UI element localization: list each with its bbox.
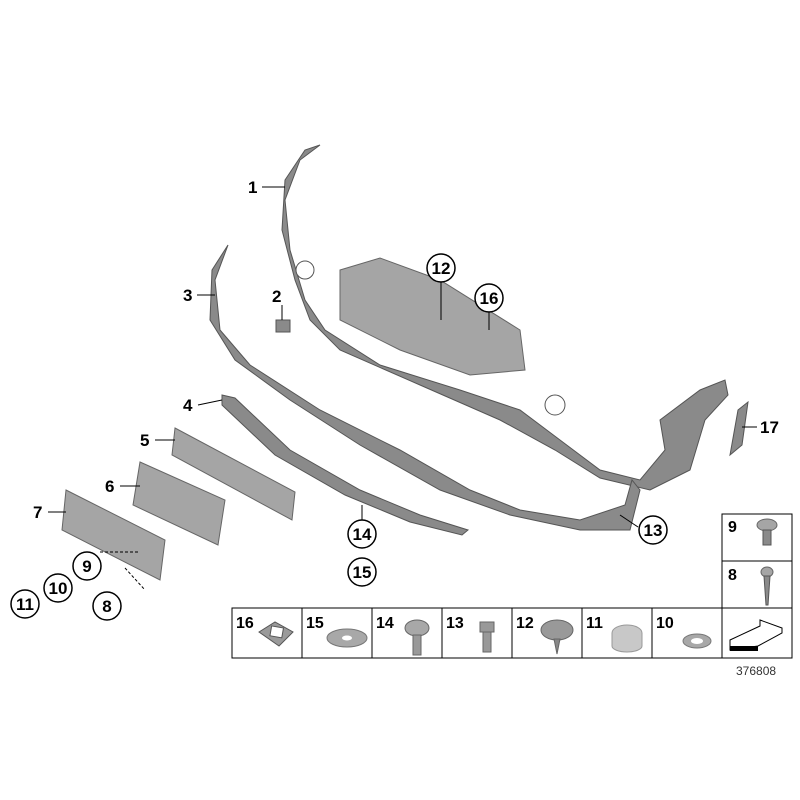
callout-6: 6 [105, 477, 114, 496]
direction-arrow-icon [729, 619, 783, 651]
svg-text:8: 8 [102, 597, 111, 616]
table-cell-14[interactable]: 14 [371, 608, 430, 658]
table-cell-label: 11 [586, 615, 603, 632]
svg-text:16: 16 [480, 289, 499, 308]
table-cell-9[interactable]: 9 [728, 518, 778, 546]
svg-text:15: 15 [353, 563, 372, 582]
table-cell-label: 10 [656, 615, 674, 632]
callout-13: 13 [638, 515, 668, 545]
callout-16: 16 [474, 283, 504, 313]
part-17[interactable] [729, 400, 749, 457]
callout-8: 8 [92, 591, 122, 621]
table-cell-11[interactable]: 11 [581, 608, 643, 658]
document-number: 376808 [736, 664, 777, 678]
callout-3: 3 [183, 286, 192, 305]
callout-12: 12 [426, 253, 456, 283]
fog-light-opening-left [295, 260, 315, 280]
screw-icon [756, 518, 778, 532]
callout-14: 14 [347, 519, 377, 549]
svg-text:13: 13 [644, 521, 663, 540]
table-cell-15[interactable]: 15 [301, 608, 368, 658]
bumper-cover-part[interactable] [281, 144, 729, 491]
svg-text:14: 14 [353, 525, 372, 544]
table-cell-16[interactable]: 16 [236, 615, 294, 647]
square-grommet-icon [258, 621, 294, 647]
fog-light-opening [544, 394, 566, 416]
callout-10: 10 [43, 573, 73, 603]
svg-text:10: 10 [49, 579, 68, 598]
callout-9: 9 [72, 551, 102, 581]
plate-bracket-7[interactable] [61, 489, 166, 581]
expanding-rivet-icon [404, 619, 430, 656]
plate-bracket-5[interactable] [171, 427, 296, 521]
table-cell-10[interactable]: 10 [651, 608, 712, 658]
trim-strip-part[interactable] [221, 394, 470, 536]
collar-screw-icon [540, 619, 574, 655]
callout-11: 11 [10, 589, 40, 619]
callout-15: 15 [347, 557, 377, 587]
svg-text:12: 12 [432, 259, 451, 278]
table-cell-label: 12 [516, 615, 534, 632]
callout-2: 2 [272, 287, 281, 306]
cap-icon [611, 624, 643, 653]
table-cell-12[interactable]: 12 [511, 608, 574, 658]
part-2[interactable] [275, 319, 291, 333]
hex-bolt-icon [479, 621, 495, 653]
parts-table-right [721, 513, 793, 659]
svg-text:11: 11 [16, 595, 34, 614]
table-cell-label: 15 [306, 615, 324, 632]
callout-7: 7 [33, 503, 42, 522]
washer-icon [682, 633, 712, 649]
svg-text:8: 8 [728, 567, 737, 584]
svg-text:9: 9 [82, 557, 91, 576]
table-cell-8[interactable]: 8 [728, 566, 774, 606]
bumper-grille-area [339, 257, 526, 376]
callout-17: 17 [760, 418, 779, 437]
table-cell-label: 13 [446, 615, 464, 632]
table-cell-label: 16 [236, 615, 254, 632]
callout-5: 5 [140, 431, 149, 450]
svg-text:9: 9 [728, 519, 737, 536]
washer-icon [326, 628, 368, 648]
table-cell-label: 14 [376, 615, 394, 632]
callout-1: 1 [248, 178, 257, 197]
parts-table-bottom [231, 607, 723, 659]
lower-trim-part[interactable] [209, 244, 641, 531]
plate-bracket-6[interactable] [132, 461, 226, 546]
table-cell-13[interactable]: 13 [441, 608, 495, 658]
callout-4: 4 [183, 396, 193, 415]
